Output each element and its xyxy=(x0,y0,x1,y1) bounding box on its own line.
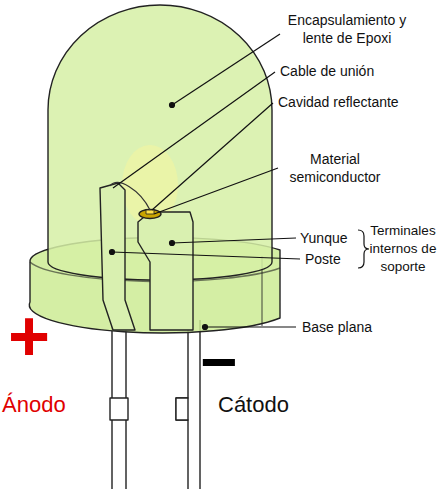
part-label: Encapsulamiento y lente de Epoxi xyxy=(272,11,422,47)
part-label: Base plana xyxy=(302,318,372,336)
leader-line xyxy=(172,238,296,243)
leader-line xyxy=(112,252,300,259)
leader-line xyxy=(113,72,275,188)
leader-line xyxy=(172,34,280,105)
leader-line xyxy=(152,103,273,210)
leader-dot xyxy=(110,250,115,255)
bond-wire xyxy=(110,183,150,210)
part-label: Cavidad reflectante xyxy=(278,93,399,111)
polarity-sign: + xyxy=(8,300,50,372)
terminal-name: Ánodo xyxy=(2,392,66,418)
leader-dot xyxy=(203,325,208,330)
semiconductor-chip xyxy=(146,210,154,214)
anode-lead-kink xyxy=(110,398,128,420)
cathode-lead xyxy=(176,320,200,489)
leader-line xyxy=(205,326,296,327)
terminal-name: Cátodo xyxy=(218,392,289,418)
reflective-cavity xyxy=(139,210,161,219)
bracket xyxy=(358,230,369,268)
post xyxy=(100,183,135,330)
cathode-lead-kink xyxy=(176,398,188,420)
leader-dot xyxy=(170,103,175,108)
part-label: Poste xyxy=(305,250,341,268)
part-label: Yunque xyxy=(300,229,348,247)
anvil xyxy=(138,212,193,330)
part-label: Material semiconductor xyxy=(280,150,390,186)
leader-dot xyxy=(170,241,175,246)
leader-line xyxy=(154,168,278,214)
part-label: Cable de unión xyxy=(280,62,374,80)
polarity-sign: − xyxy=(200,330,237,394)
group-label: Terminales internos de soporte xyxy=(369,222,437,276)
